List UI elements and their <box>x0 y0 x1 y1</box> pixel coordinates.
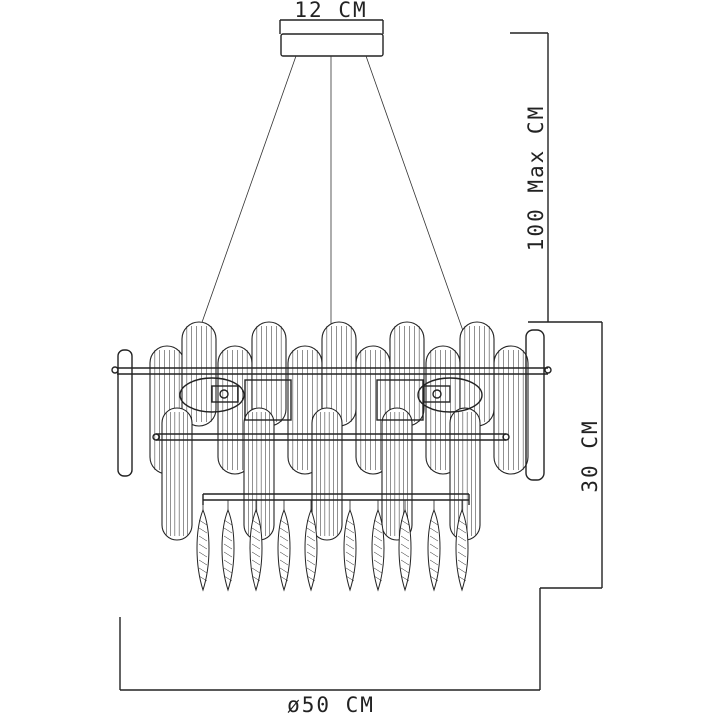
cable-length-label: 100 Max CM <box>524 105 548 251</box>
lamp-socket-right <box>423 385 451 403</box>
middle-ring-end-left <box>152 433 160 441</box>
crystal-drop-10 <box>455 500 469 592</box>
diameter-label: ø50 CM <box>287 693 375 715</box>
bulb-left-icon <box>219 389 229 399</box>
pendant-drops <box>196 500 469 592</box>
crystal-drop-7 <box>371 500 385 592</box>
suspension-cable-left <box>187 55 297 363</box>
crystal-rod-lower-5 <box>449 407 481 541</box>
bulb-right-icon <box>432 389 442 399</box>
frame <box>111 329 552 505</box>
crystal-rod-lower-3 <box>311 407 343 541</box>
side-crystal-right <box>525 329 545 481</box>
light-sources <box>179 377 483 421</box>
crystal-drop-8 <box>398 500 412 592</box>
upper-ring-end-left <box>111 366 119 374</box>
crystal-drop-2 <box>221 500 235 592</box>
upper-ring-end-right <box>544 366 552 374</box>
side-crystal-left <box>117 349 133 477</box>
middle-ring-end-right <box>502 433 510 441</box>
crystal-drop-1 <box>196 500 210 592</box>
crystal-drop-9 <box>427 500 441 592</box>
ceiling-canopy <box>280 33 384 57</box>
crystal-drop-3 <box>249 500 263 592</box>
crystal-rod-lower-1 <box>161 407 193 541</box>
dimension-lines <box>119 19 603 691</box>
canopy-box-right <box>376 379 424 421</box>
crystal-drop-5 <box>304 500 318 592</box>
height-label: 30 CM <box>578 419 602 492</box>
canopy-width-label: 12 CM <box>294 0 367 22</box>
bulb-housing-right <box>417 377 483 413</box>
canopy-box-left <box>244 379 292 421</box>
crystal-rod-back-6 <box>493 345 529 475</box>
suspension-cable-right <box>365 55 475 363</box>
bulb-housing-left <box>179 377 245 413</box>
crystal-rods-lower-row <box>161 407 481 541</box>
crystal-drop-4 <box>277 500 291 592</box>
lamp-socket-left <box>211 385 239 403</box>
crystal-rod-lower-2 <box>243 407 275 541</box>
canopy-assembly <box>187 33 475 363</box>
crystal-drop-6 <box>343 500 357 592</box>
